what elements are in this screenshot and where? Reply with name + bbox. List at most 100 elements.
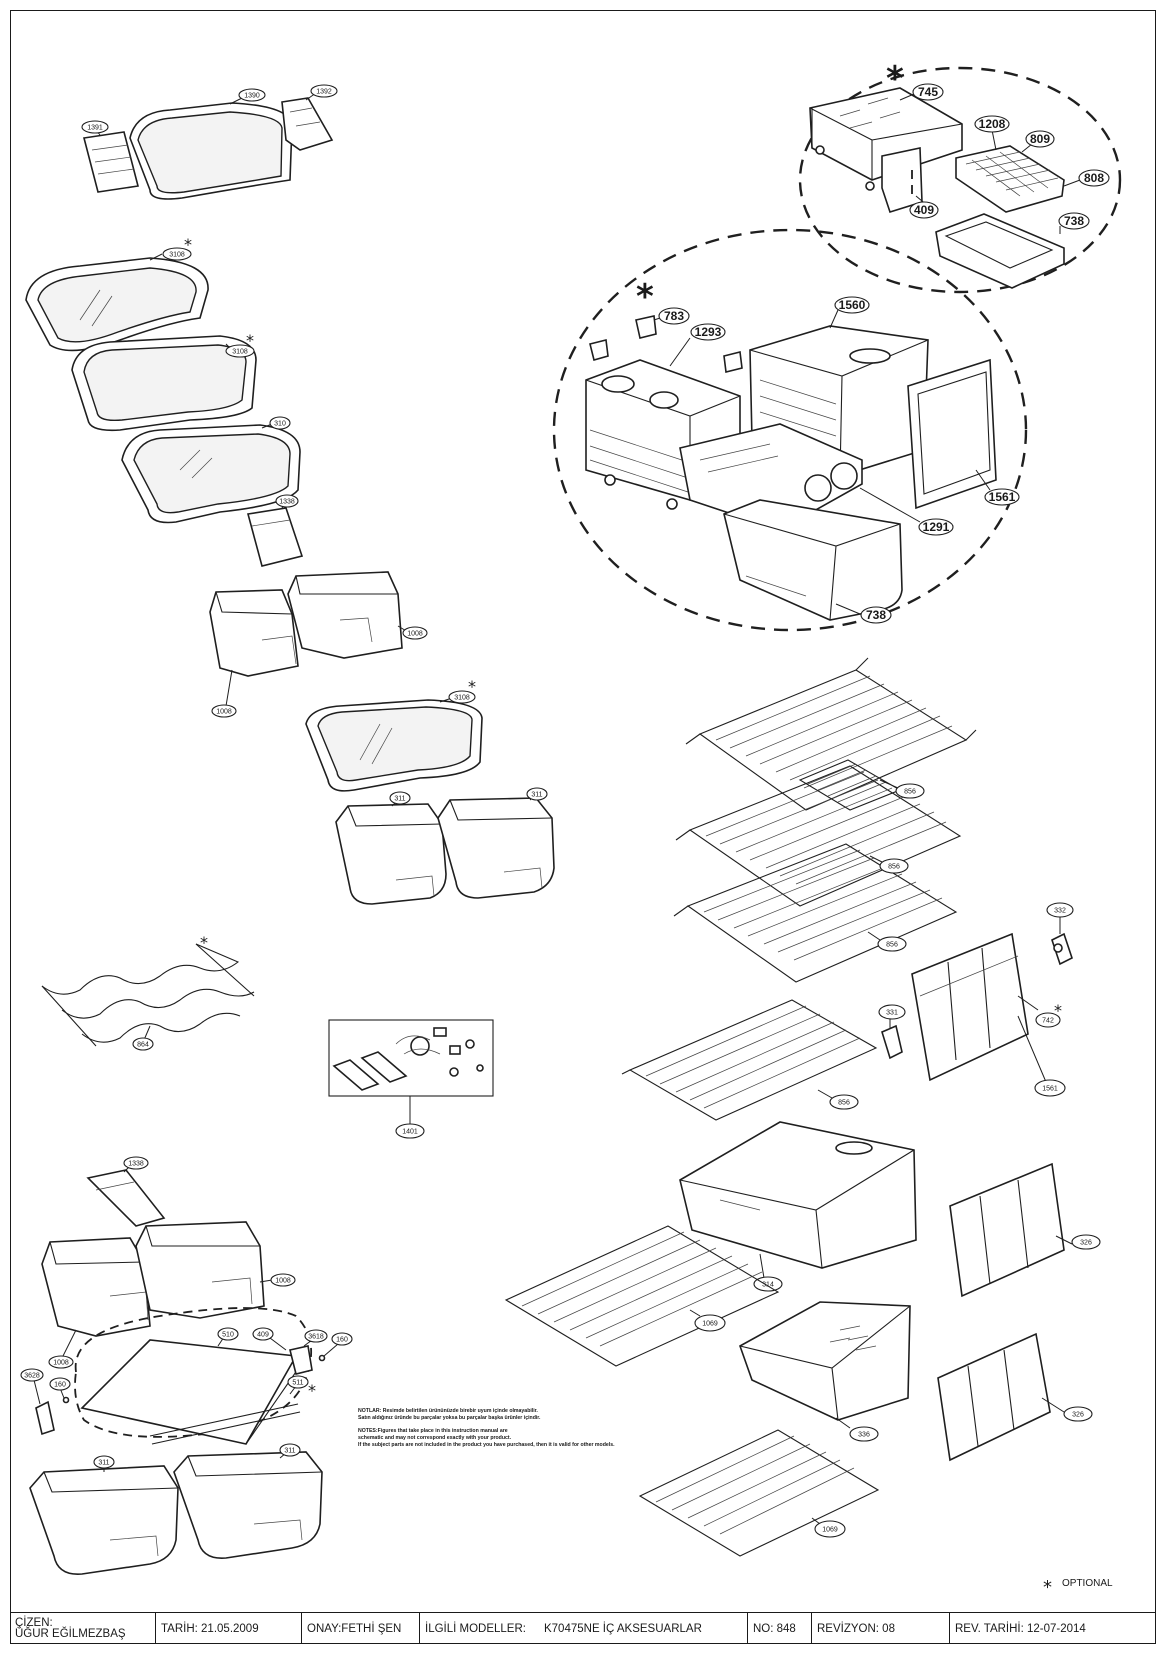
bracket-3618 xyxy=(289,1345,313,1375)
optional-group-boundary-ice-tray xyxy=(798,66,1122,294)
svg-text:NOTLAR: Resimde belirtilen ürü: NOTLAR: Resimde belirtilen ürününüzde bi… xyxy=(358,1408,538,1414)
drawer-1008-right xyxy=(287,571,403,659)
optional-legend-marker: * xyxy=(1043,1577,1052,1598)
callout-326-b: 326 xyxy=(1041,1397,1093,1422)
svg-text:409: 409 xyxy=(914,203,934,217)
svg-text:*: * xyxy=(246,331,254,350)
svg-text:1008: 1008 xyxy=(275,1278,291,1285)
svg-text:311: 311 xyxy=(284,1448,295,1455)
svg-text:3108: 3108 xyxy=(169,252,185,259)
svg-text:409: 409 xyxy=(257,1332,269,1339)
date-text: TARİH: 21.05.2009 xyxy=(161,1622,259,1635)
svg-text:742: 742 xyxy=(1042,1018,1054,1025)
door-bin-311-right xyxy=(437,797,555,899)
svg-text:1391: 1391 xyxy=(87,125,103,132)
callout-314: 314 xyxy=(753,1253,783,1292)
callout-326-a: 326 xyxy=(1055,1234,1101,1250)
bottle-rack-864 xyxy=(41,943,255,1047)
svg-text:1560: 1560 xyxy=(839,298,866,312)
svg-text:160: 160 xyxy=(54,1382,66,1389)
callout-738-b: 738 xyxy=(835,603,892,624)
models-label: İLGİLİ MODELLER: xyxy=(425,1622,526,1635)
callout-3628: 3628 xyxy=(20,1368,44,1405)
svg-text:1561: 1561 xyxy=(989,490,1016,504)
svg-text:856: 856 xyxy=(888,864,900,871)
callout-1392: 1392 xyxy=(305,84,338,101)
drawer-front-326-lower xyxy=(937,1332,1051,1462)
drawn-by-cell: ÇİZEN: ÜĞUR EĞİLMEZBAŞ xyxy=(10,1613,156,1644)
drawing-frame xyxy=(10,10,1156,1644)
callout-856-b: 856 xyxy=(869,855,909,874)
callout-160-b: 160 xyxy=(49,1377,71,1404)
callout-409: 409 xyxy=(909,195,939,219)
svg-text:1561: 1561 xyxy=(1042,1086,1058,1093)
svg-text:311: 311 xyxy=(394,796,405,803)
freezer-drawer-front-1561 xyxy=(911,932,1029,1082)
svg-text:Satın aldığınız üründe bu parç: Satın aldığınız üründe bu parçalar yoksa… xyxy=(358,1415,541,1421)
door-bin-311-lower-right xyxy=(173,1451,323,1559)
wire-shelf-856-c xyxy=(673,843,958,983)
callout-160-a: 160 xyxy=(318,1332,353,1362)
drawn-by-name: ÜĞUR EĞİLMEZBAŞ xyxy=(15,1627,126,1640)
svg-text:160: 160 xyxy=(336,1337,348,1344)
svg-text:326: 326 xyxy=(1072,1412,1084,1419)
svg-text:864: 864 xyxy=(137,1042,149,1049)
callout-808: 808 xyxy=(1063,169,1110,187)
svg-text:1293: 1293 xyxy=(695,325,722,339)
callout-809: 809 xyxy=(1021,130,1055,153)
callout-331: 331 xyxy=(878,1004,906,1028)
basket-front-1561 xyxy=(907,358,997,510)
callout-1208: 1208 xyxy=(974,115,1010,151)
callout-1390: 1390 xyxy=(229,88,266,105)
svg-text:1069: 1069 xyxy=(822,1527,838,1534)
callout-310: 310 xyxy=(261,416,291,430)
revision-date-text: REV. TARİHİ: 12-07-2014 xyxy=(955,1622,1086,1635)
callout-1008-a: 1008 xyxy=(397,625,428,640)
bracket-3628 xyxy=(35,1400,55,1436)
svg-text:314: 314 xyxy=(762,1282,774,1289)
revision-date-cell: REV. TARİHİ: 12-07-2014 xyxy=(950,1613,1156,1644)
drawer-cover-1338-top xyxy=(246,507,304,567)
callout-1008-b: 1008 xyxy=(211,669,237,718)
approval-text: ONAY:FETHİ ŞEN xyxy=(307,1622,402,1635)
callout-1561-a: 1561 xyxy=(975,469,1020,506)
callout-1338-a: 1338 xyxy=(275,494,299,509)
ice-tray-bracket xyxy=(881,147,923,213)
glass-shelf-3108-top xyxy=(25,257,209,352)
approval-cell: ONAY:FETHİ ŞEN xyxy=(302,1613,420,1644)
optional-legend-label: OPTIONAL xyxy=(1062,1578,1113,1589)
svg-text:783: 783 xyxy=(664,309,684,323)
svg-text:If the subject parts are not i: If the subject parts are not included in… xyxy=(358,1442,615,1448)
callout-783: 783 xyxy=(653,307,690,325)
glass-shelf-3108-lower xyxy=(305,699,483,792)
callout-864: 864* xyxy=(132,933,208,1051)
svg-text:3108: 3108 xyxy=(454,695,470,702)
models-cell: İLGİLİ MODELLER: K70475NE İÇ AKSESUARLAR xyxy=(420,1613,748,1644)
accessory-kit-1401 xyxy=(328,1019,494,1097)
svg-text:336: 336 xyxy=(858,1432,870,1439)
icemaker-front-1291 xyxy=(679,423,863,531)
wire-shelf-1069-upper xyxy=(504,1225,780,1367)
hinge-332 xyxy=(1051,932,1073,966)
callout-1291: 1291 xyxy=(859,487,954,536)
callout-1293: 1293 xyxy=(669,323,726,367)
callout-1338-b: 1338 xyxy=(123,1156,149,1173)
svg-text:3108: 3108 xyxy=(232,349,248,356)
ice-bucket-frame-745 xyxy=(809,87,963,191)
svg-text:1208: 1208 xyxy=(979,117,1006,131)
svg-text:511: 511 xyxy=(292,1380,303,1387)
callout-3618: 3618 xyxy=(303,1329,328,1347)
drawer-1008-lower-left xyxy=(41,1237,151,1337)
svg-text:332: 332 xyxy=(1054,908,1066,915)
callout-1560: 1560 xyxy=(829,296,870,329)
door-bin-311-left xyxy=(335,803,447,905)
callout-745: 745 xyxy=(899,83,944,101)
models-value: K70475NE İÇ AKSESUARLAR xyxy=(543,1622,702,1635)
wire-shelf-856-a xyxy=(685,657,977,811)
callout-336: 336 xyxy=(835,1417,879,1442)
svg-text:1338: 1338 xyxy=(279,499,295,506)
svg-text:3628: 3628 xyxy=(24,1373,40,1380)
svg-text:schematic and may not correspo: schematic and may not correspond exactly… xyxy=(358,1435,512,1441)
callout-1069-b: 1069 xyxy=(811,1517,846,1538)
